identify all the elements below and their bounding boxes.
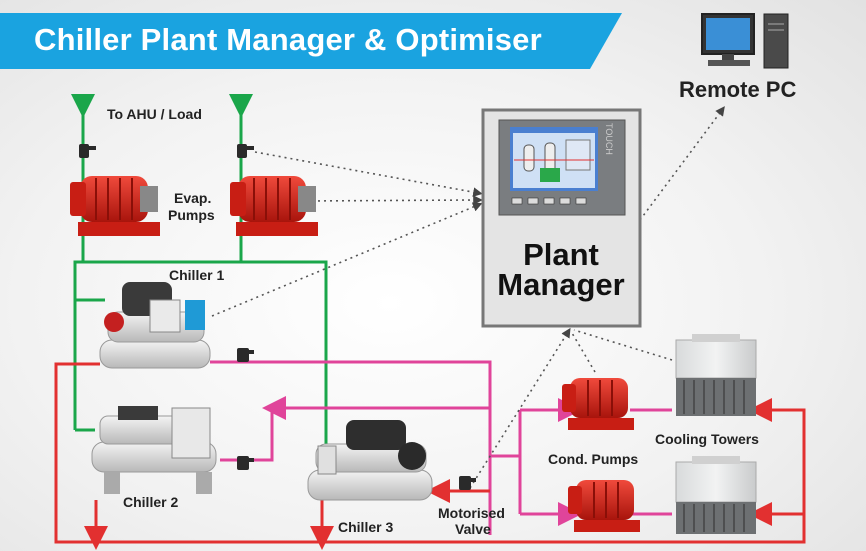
remote-pc-label: Remote PC: [679, 77, 797, 102]
chiller-3: [307, 420, 433, 501]
cooling-tower-1: [675, 334, 757, 416]
cond-pump-2: [568, 480, 640, 532]
valve-chiller-1: [237, 348, 254, 362]
plant-manager-panel: TOUCH: [481, 108, 642, 328]
evap-pump-1: [70, 176, 160, 236]
return-water-pipes: [54, 362, 806, 550]
control-signal-lines: [211, 106, 725, 489]
plant-manager-label-line1: Plant: [523, 237, 599, 272]
plant-manager-label: Plant Manager: [486, 237, 636, 302]
chiller-1: [99, 282, 211, 369]
valve-evap-2: [237, 144, 254, 158]
cond-pump-1: [562, 378, 634, 430]
title-banner: [0, 13, 622, 69]
cond-pumps-label: Cond. Pumps: [548, 451, 639, 467]
chiller-1-label: Chiller 1: [169, 267, 225, 283]
plant-manager-label-line2: Manager: [497, 267, 625, 302]
motorised-valve-label-line2: Valve: [455, 521, 491, 537]
chiller-2: [91, 406, 217, 494]
valves: [79, 144, 476, 490]
remote-pc-icon: [701, 13, 789, 69]
evap-pumps-label-line2: Pumps: [168, 207, 215, 223]
touch-text: TOUCH: [604, 123, 614, 155]
chiller-3-label: Chiller 3: [338, 519, 394, 535]
evap-pump-2: [230, 176, 318, 236]
cooling-tower-2: [675, 456, 757, 534]
valve-chiller-2: [237, 456, 254, 470]
to-load-label: To AHU / Load: [107, 106, 202, 122]
evap-pumps-label-line1: Evap.: [174, 190, 212, 206]
valve-chiller-3: [459, 476, 476, 490]
cooling-towers-label: Cooling Towers: [655, 431, 759, 447]
condenser-water-pipes: [210, 360, 672, 535]
valve-evap-1: [79, 144, 96, 158]
chiller-2-label: Chiller 2: [123, 494, 179, 510]
page-title: Chiller Plant Manager & Optimiser: [34, 22, 542, 57]
motorised-valve-label-line1: Motorised: [438, 505, 505, 521]
